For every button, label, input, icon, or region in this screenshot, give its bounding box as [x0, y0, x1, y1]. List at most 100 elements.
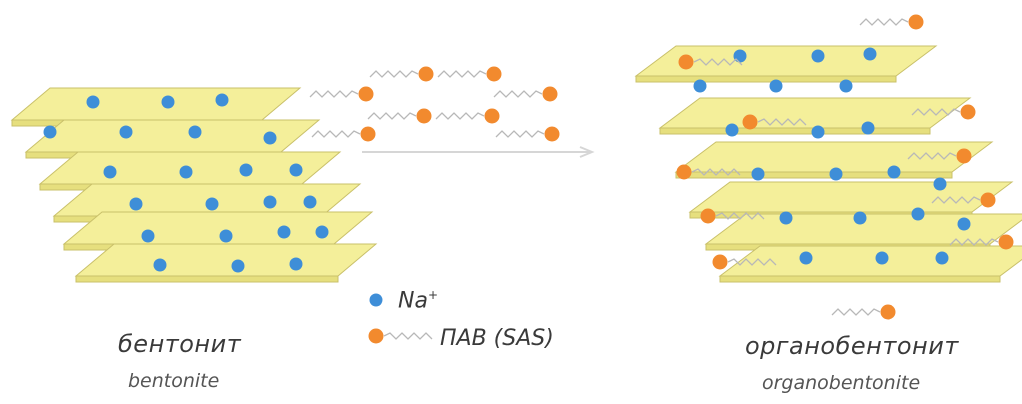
- na-ion: [935, 251, 949, 265]
- na-ion: [119, 125, 133, 139]
- surfactant-tail: [495, 130, 545, 138]
- na-ion: [239, 163, 253, 177]
- surfactant-head: [980, 192, 996, 208]
- surfactant-tail: [691, 168, 741, 176]
- na-ion: [779, 211, 793, 225]
- organoclay-layer-edge: [719, 275, 1001, 283]
- na-ion: [751, 167, 765, 181]
- na-ion: [263, 131, 277, 145]
- organoclay-layer: [688, 181, 1014, 213]
- na-ion: [289, 163, 303, 177]
- legend: [368, 293, 433, 344]
- surfactant-head: [416, 108, 432, 124]
- surfactant-head: [998, 234, 1014, 250]
- surfactant-tail: [949, 238, 999, 246]
- organoclay-layer: [718, 245, 1022, 277]
- legend-sas-icon-head: [368, 328, 384, 344]
- surfactant-head: [484, 108, 500, 124]
- bentonite-layer-stack: [10, 87, 378, 283]
- surfactant-tail: [309, 90, 359, 98]
- na-ion: [861, 121, 875, 135]
- na-ion: [129, 197, 143, 211]
- na-ion: [887, 165, 901, 179]
- legend-sas-label: ПАВ (SAS): [440, 326, 554, 351]
- surfactant-tail: [693, 58, 743, 66]
- na-ion: [205, 197, 219, 211]
- surfactant-tail: [727, 258, 777, 266]
- na-ion: [911, 207, 925, 221]
- na-ion: [179, 165, 193, 179]
- surfactant-head: [418, 66, 434, 82]
- surfactant-head: [960, 104, 976, 120]
- surfactant-tail: [367, 112, 417, 120]
- bentonite-caption-ru: бентонит: [118, 330, 242, 358]
- organobentonite-layer-stack: [634, 14, 1022, 320]
- na-ion: [153, 258, 167, 272]
- na-ion: [769, 79, 783, 93]
- na-ion: [215, 93, 229, 107]
- na-ion: [303, 195, 317, 209]
- surfactant-head: [358, 86, 374, 102]
- surfactant-tail: [831, 308, 881, 316]
- clay-layer-edge: [75, 275, 339, 283]
- legend-sas-icon-tail: [383, 332, 433, 340]
- surfactant-head: [360, 126, 376, 142]
- surfactant-tail: [859, 18, 909, 26]
- surfactant-tail: [907, 152, 957, 160]
- na-ion: [725, 123, 739, 137]
- clay-layer: [10, 87, 302, 121]
- organobentonite-caption-ru: органобентонит: [745, 332, 959, 360]
- na-ion: [693, 79, 707, 93]
- surfactant-tail: [435, 112, 485, 120]
- na-ion: [231, 259, 245, 273]
- surfactant-head: [742, 114, 758, 130]
- surfactant-tail: [311, 130, 361, 138]
- legend-na-icon: [369, 293, 383, 307]
- surfactant-tail: [931, 196, 981, 204]
- surfactant-tail: [715, 212, 765, 220]
- organoclay-layer-edge: [635, 75, 897, 83]
- na-ion: [315, 225, 329, 239]
- surfactant-head: [678, 54, 694, 70]
- surfactant-tail: [493, 90, 543, 98]
- na-ion: [219, 229, 233, 243]
- surfactant-head: [676, 164, 692, 180]
- na-ion: [863, 47, 877, 61]
- na-ion: [263, 195, 277, 209]
- legend-na-superscript: +: [427, 288, 439, 302]
- na-ion: [141, 229, 155, 243]
- organoclay-layer: [658, 97, 972, 129]
- surfactant-head: [908, 14, 924, 30]
- surfactant-head: [880, 304, 896, 320]
- surfactant-tail: [911, 108, 961, 116]
- surfactant-head: [544, 126, 560, 142]
- na-ion: [799, 251, 813, 265]
- na-ion: [161, 95, 175, 109]
- na-ion: [733, 49, 747, 63]
- surfactant-tail: [437, 70, 487, 78]
- surfactant-tail: [757, 118, 807, 126]
- na-ion: [839, 79, 853, 93]
- na-ion: [875, 251, 889, 265]
- bentonite-caption-en: bentonite: [128, 370, 220, 392]
- na-ion: [43, 125, 57, 139]
- na-ion: [188, 125, 202, 139]
- process-arrow: [362, 146, 595, 158]
- surfactant-head: [542, 86, 558, 102]
- na-ion: [853, 211, 867, 225]
- na-ion: [811, 49, 825, 63]
- surfactant-molecules-group: [309, 66, 560, 142]
- surfactant-head: [700, 208, 716, 224]
- na-ion: [957, 217, 971, 231]
- surfactant-head: [956, 148, 972, 164]
- surfactant-head: [486, 66, 502, 82]
- na-ion: [277, 225, 291, 239]
- surfactant-head: [712, 254, 728, 270]
- na-ion: [86, 95, 100, 109]
- organoclay-layer-edge: [659, 127, 931, 135]
- legend-na-text: Na: [398, 288, 428, 314]
- organoclay-layer: [674, 141, 994, 173]
- organobentonite-caption-en: organobentonite: [762, 372, 921, 394]
- na-ion: [289, 257, 303, 271]
